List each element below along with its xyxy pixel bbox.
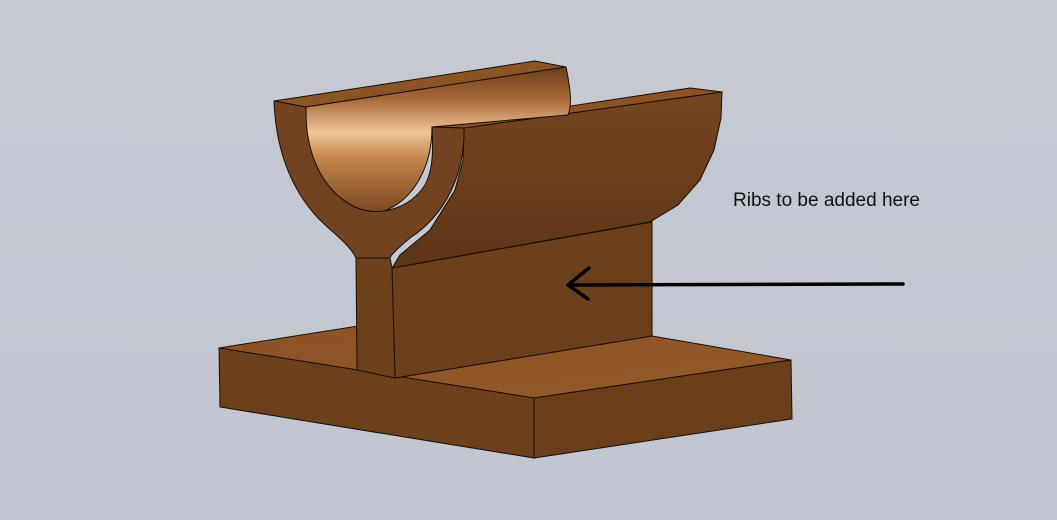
web-support: [355, 221, 653, 379]
left-arrow-icon: [566, 266, 591, 301]
annotation-label: Ribs to be added here: [733, 190, 920, 211]
annotation-arrow: [566, 266, 905, 301]
saddle-cradle: [273, 60, 723, 269]
arrow-shaft: [566, 282, 905, 287]
web-stem-face: [355, 257, 396, 379]
base-plate-front-face: [533, 359, 793, 459]
cradle-end-face: [273, 100, 465, 259]
cradle-outer-surface: [390, 91, 723, 269]
